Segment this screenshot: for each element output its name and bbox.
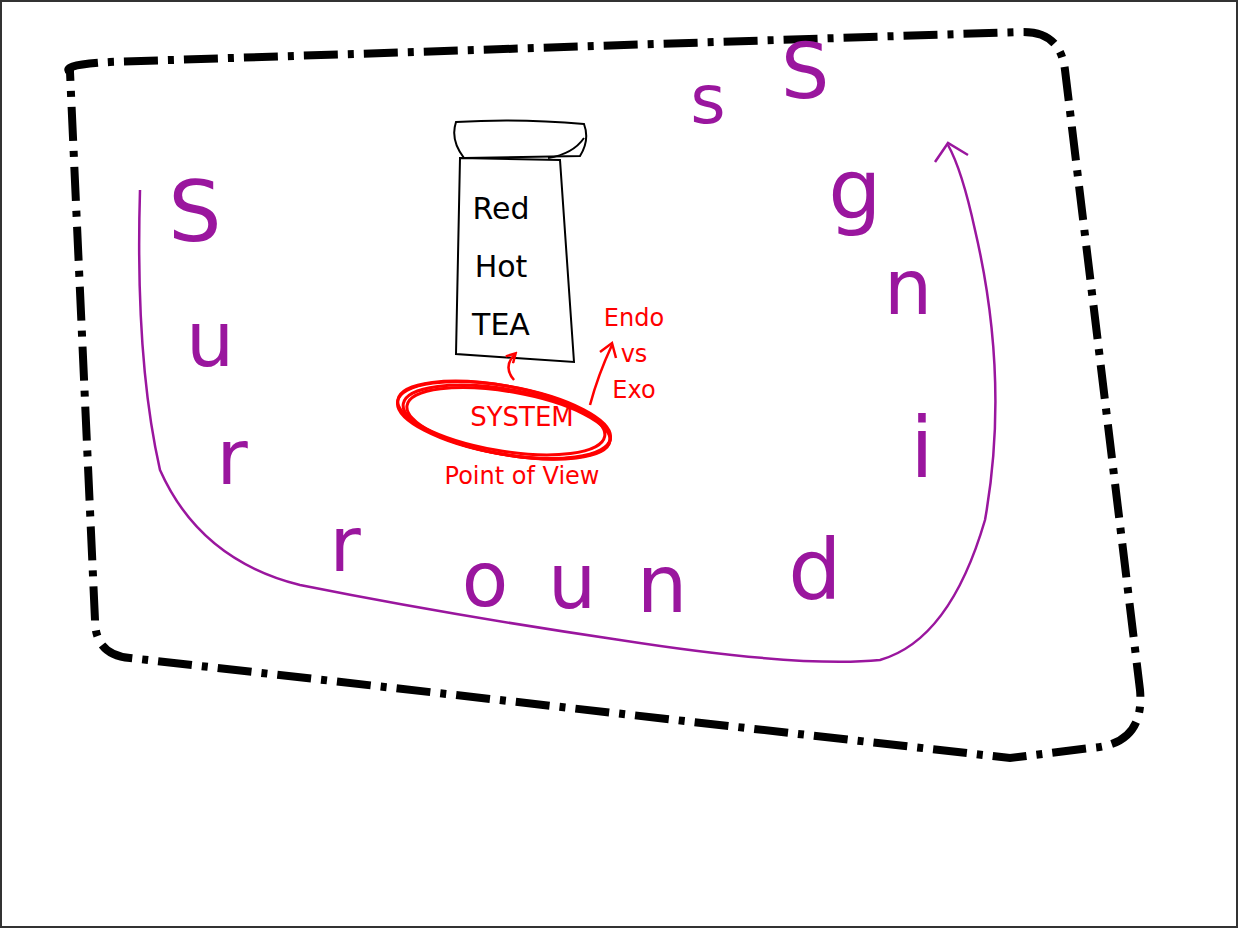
cup-label: Red Hot TEA	[462, 180, 540, 354]
loop-arrowhead	[935, 143, 968, 162]
surroundings-letter: u	[548, 544, 596, 620]
surroundings-letter: r	[329, 507, 360, 583]
surroundings-letter: r	[216, 420, 247, 496]
tea-cup: Red Hot TEA	[448, 118, 590, 354]
surroundings-letter: S	[781, 34, 829, 110]
system-label: SYSTEM	[452, 402, 592, 432]
surroundings-letter: o	[462, 542, 509, 618]
surroundings-letter: u	[186, 302, 234, 378]
surroundings-letter: S	[168, 170, 221, 254]
point-of-view-label: Point of View	[422, 462, 622, 490]
surroundings-letter: i	[910, 406, 933, 490]
system-ellipse: SYSTEM Point of View	[392, 380, 632, 500]
leader-arrow	[590, 345, 612, 405]
surroundings-letter: d	[788, 528, 841, 612]
endo-exo-note: Endo vs Exo	[598, 300, 670, 408]
leader-arrowhead	[600, 343, 616, 358]
surroundings-letter: n	[884, 250, 932, 326]
outer-boundary	[68, 32, 1140, 758]
surroundings-letter: n	[637, 545, 688, 625]
surroundings-letter: g	[828, 148, 881, 232]
surroundings-letter: s	[690, 66, 725, 134]
surroundings-loop	[139, 145, 995, 662]
